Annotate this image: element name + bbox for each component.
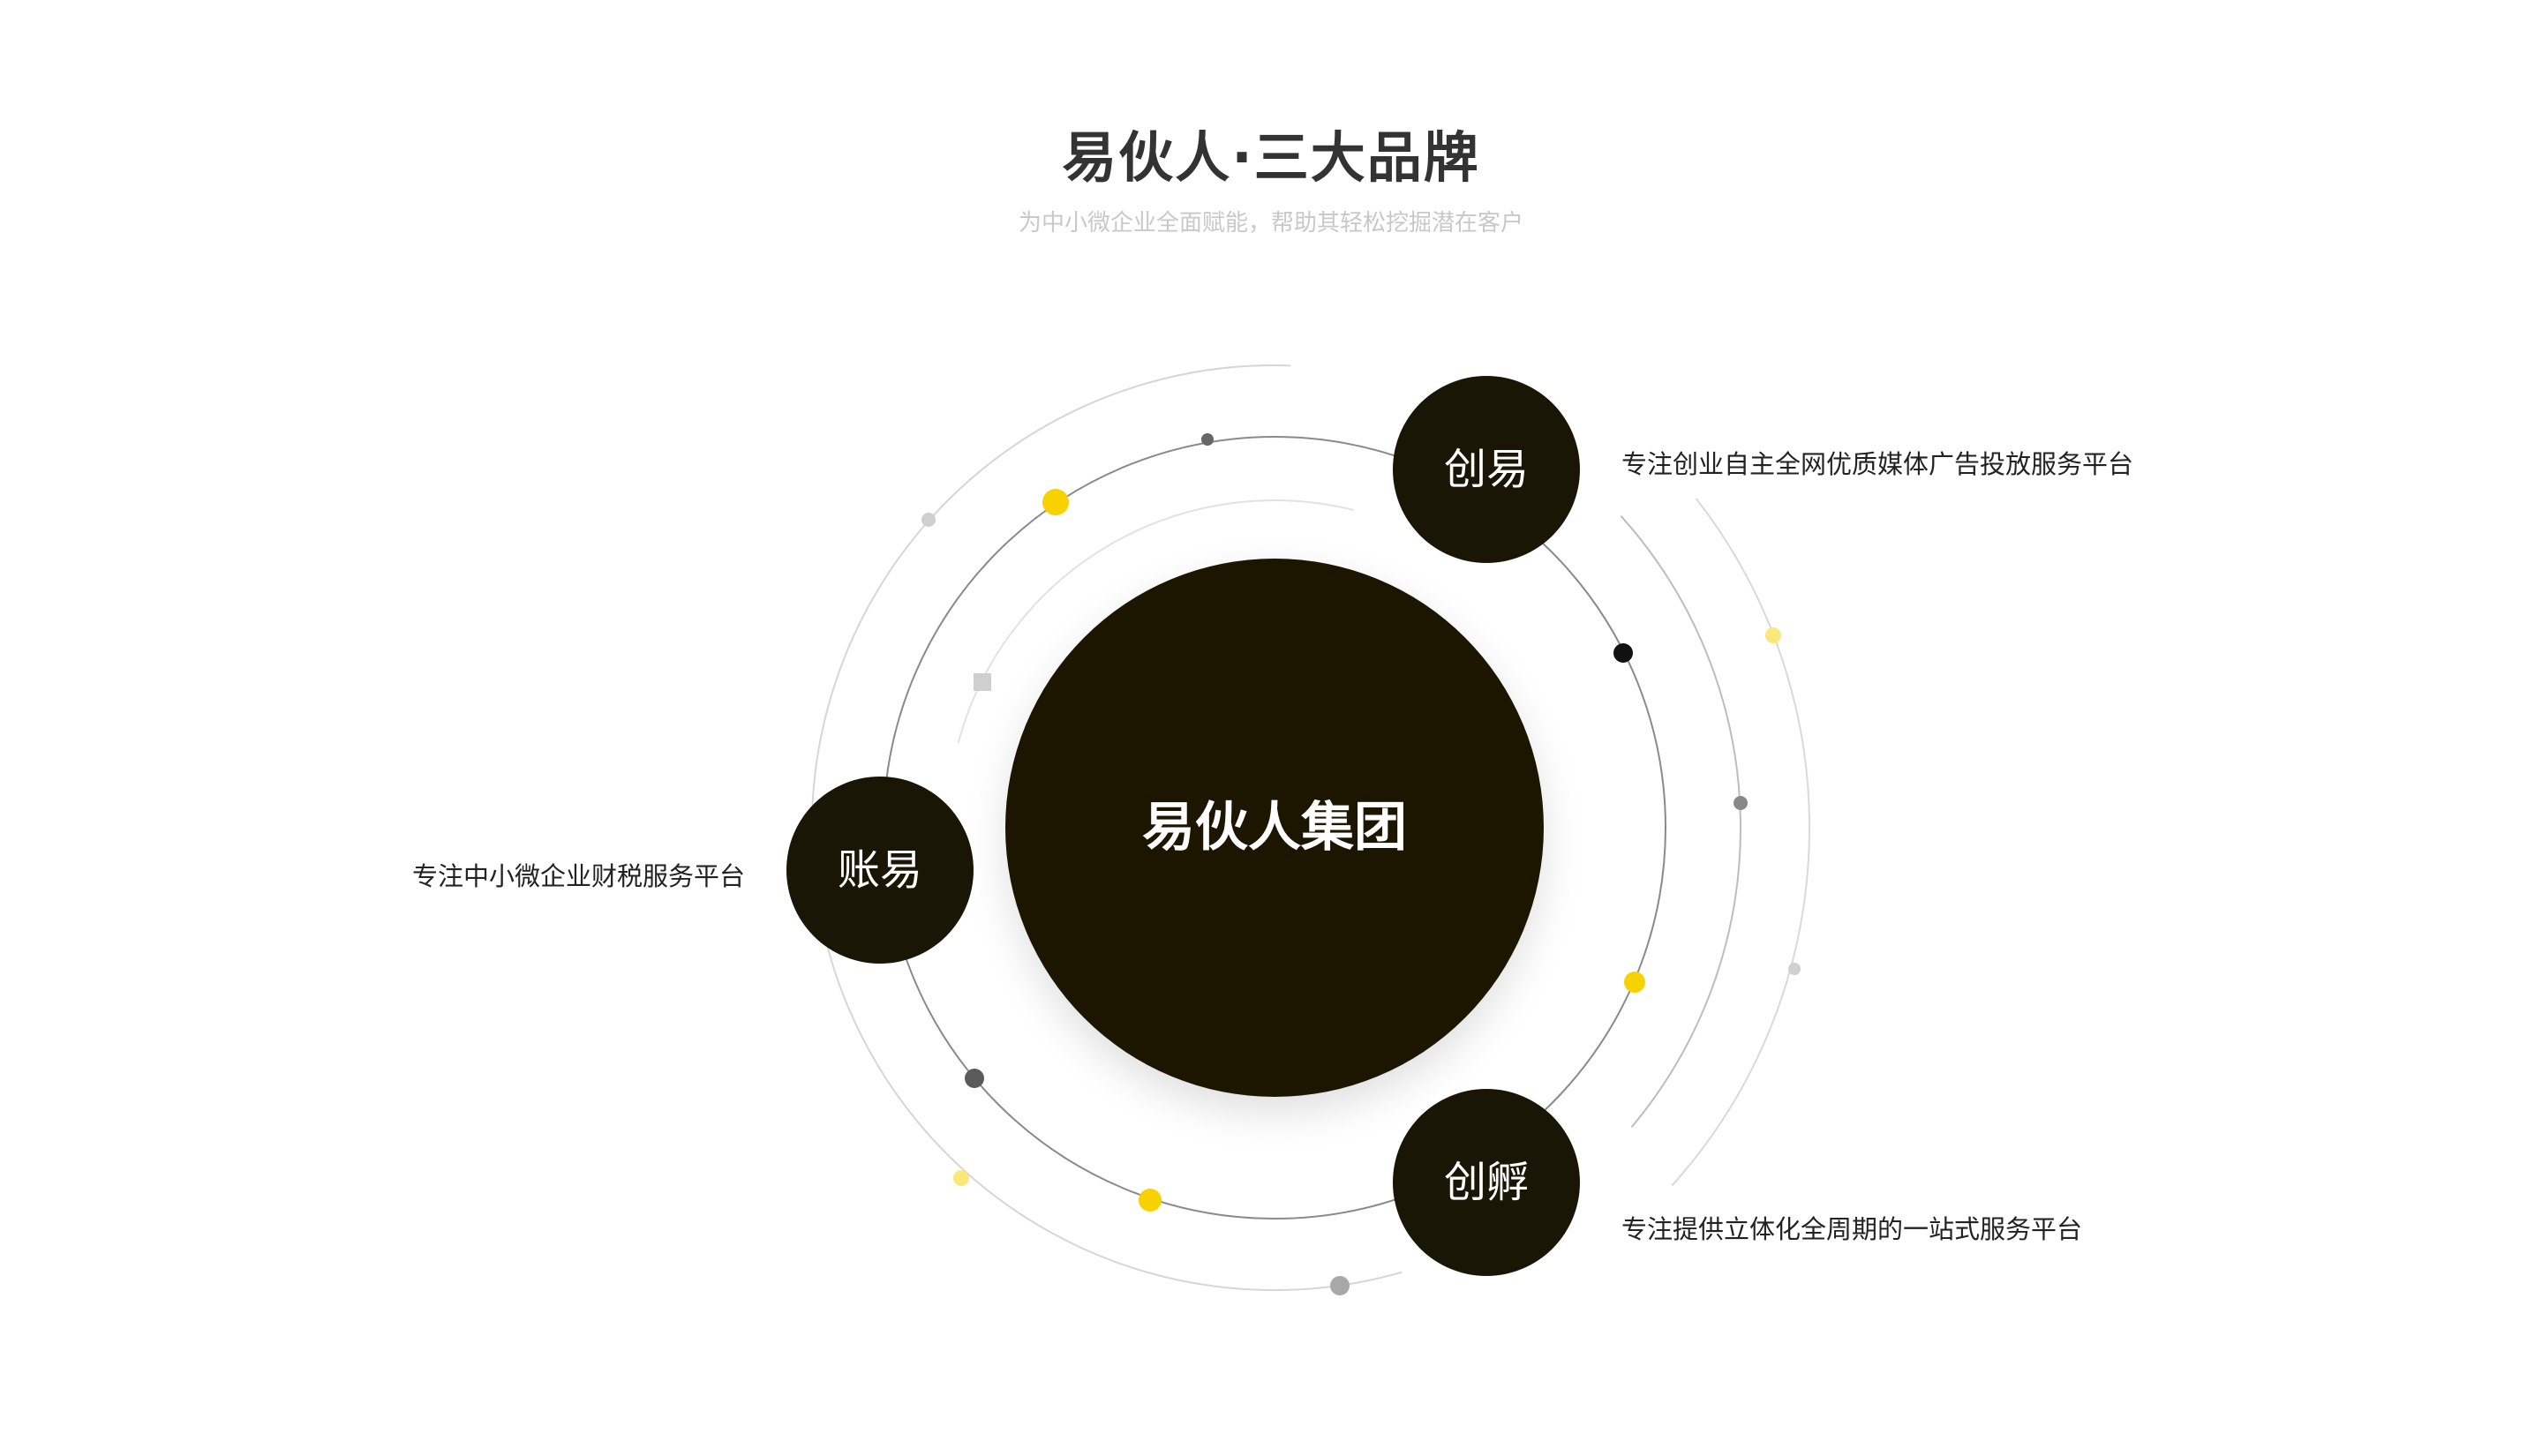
page-title: 易伙人·三大品牌 (1062, 125, 1480, 190)
page-subtitle: 为中小微企业全面赋能，帮助其轻松挖掘潜在客户 (1018, 210, 1523, 236)
orbit-dot (1624, 972, 1645, 993)
orbit-dot (1734, 796, 1748, 810)
orbit-dot (965, 1069, 984, 1088)
brand-description-zhangyi: 专注中小微企业财税服务平台 (411, 861, 745, 891)
brand-description-chuangyi: 专注创业自主全网优质媒体广告投放服务平台 (1621, 449, 2134, 479)
orbit-dot (921, 513, 936, 527)
orbit-dot (1765, 627, 1781, 643)
orbit-dot (1613, 643, 1633, 663)
orbit-square (974, 673, 991, 691)
orbit-dot (1201, 433, 1214, 446)
center-label: 易伙人集团 (1142, 797, 1407, 859)
orbit-dot (953, 1170, 969, 1186)
brand-name: 创孵 (1444, 1158, 1529, 1207)
brand-node-chuangyi[interactable]: 创易 (1393, 376, 1580, 563)
brand-name: 创易 (1444, 445, 1529, 494)
orbit-dot (1330, 1276, 1350, 1295)
outer-arc-right (1620, 515, 1741, 1129)
orbit-dot (1139, 1189, 1162, 1212)
center-circle (1005, 559, 1544, 1097)
brand-node-chuangfu[interactable]: 创孵 (1393, 1089, 1580, 1276)
inner-arc (957, 499, 1354, 744)
orbit-dot (1042, 489, 1069, 515)
outer-outer-arc-right (1671, 498, 1810, 1187)
brand-name: 账易 (838, 845, 922, 895)
orbit-dot (1788, 963, 1801, 975)
brand-description-chuangfu: 专注提供立体化全周期的一站式服务平台 (1621, 1214, 2083, 1244)
brand-node-zhangyi[interactable]: 账易 (786, 777, 974, 964)
